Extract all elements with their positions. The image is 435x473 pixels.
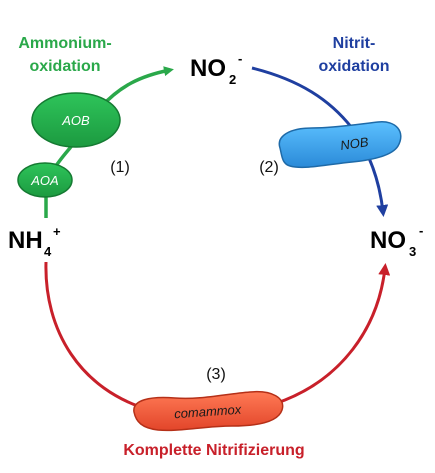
nob-organism: NOB	[278, 121, 402, 169]
aoa-organism: AOA	[17, 162, 73, 198]
ammonium-formula: NH 4 +	[8, 224, 61, 259]
step-2-label: (2)	[259, 159, 279, 176]
step-1-label: (1)	[110, 159, 130, 176]
aoa-label: AOA	[30, 173, 58, 188]
nitrate-subscript: 3	[409, 244, 416, 259]
nitrite-base: NO	[190, 55, 226, 82]
aob-label: AOB	[61, 113, 90, 128]
ammonium-oxidation-label-1: Ammonium-	[18, 35, 111, 52]
ammonium-oxidation-label-2: oxidation	[29, 58, 100, 75]
comammox-organism: comammox	[133, 390, 284, 432]
complete-nitrification-label: Komplette Nitrifizierung	[123, 442, 304, 459]
complete-nitrification-path	[44, 261, 391, 418]
nitrite-oxidation-label-2: oxidation	[318, 58, 389, 75]
nitrite-oxidation-label-1: Nitrit-	[333, 35, 376, 52]
ammonium-superscript: +	[53, 224, 61, 239]
ammonium-subscript: 4	[44, 244, 52, 259]
nitrate-superscript: -	[419, 223, 423, 238]
nob-label: NOB	[339, 134, 369, 153]
step-3-label: (3)	[206, 366, 226, 383]
nitrate-formula: NO 3 -	[370, 223, 423, 259]
nitrite-superscript: -	[238, 51, 242, 66]
aob-organism: AOB	[31, 92, 121, 148]
comammox-label: comammox	[174, 402, 243, 422]
nitrate-base: NO	[370, 227, 406, 254]
nitrite-subscript: 2	[229, 72, 236, 87]
nitrite-formula: NO 2 -	[190, 51, 242, 87]
ammonium-base: NH	[8, 227, 43, 254]
